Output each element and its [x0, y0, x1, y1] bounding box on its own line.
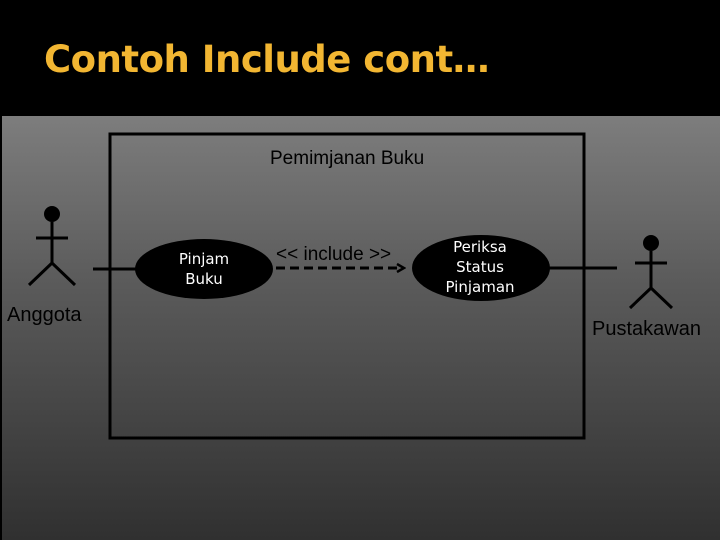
slide-title: Contoh Include cont…: [44, 38, 490, 81]
use-case-periksa-status-pinjaman: [412, 235, 550, 301]
system-title: Pemimjanan Buku: [270, 148, 425, 169]
actor-anggota-label: Anggota: [7, 304, 82, 326]
actor-pustakawan: [628, 235, 674, 310]
actor-anggota: [27, 206, 77, 287]
title-bar: Contoh Include cont…: [0, 0, 720, 112]
include-label: << include >>: [276, 244, 392, 265]
use-case-pinjam-buku: [135, 239, 273, 299]
use-case-periksa-status-label: Periksa Status Pinjaman: [445, 238, 515, 296]
system-boundary: [108, 132, 586, 440]
use-case-pinjam-buku-label: Pinjam Buku: [178, 250, 230, 288]
actor-pustakawan-label: Pustakawan: [592, 318, 701, 340]
diagram-canvas: [2, 116, 720, 540]
